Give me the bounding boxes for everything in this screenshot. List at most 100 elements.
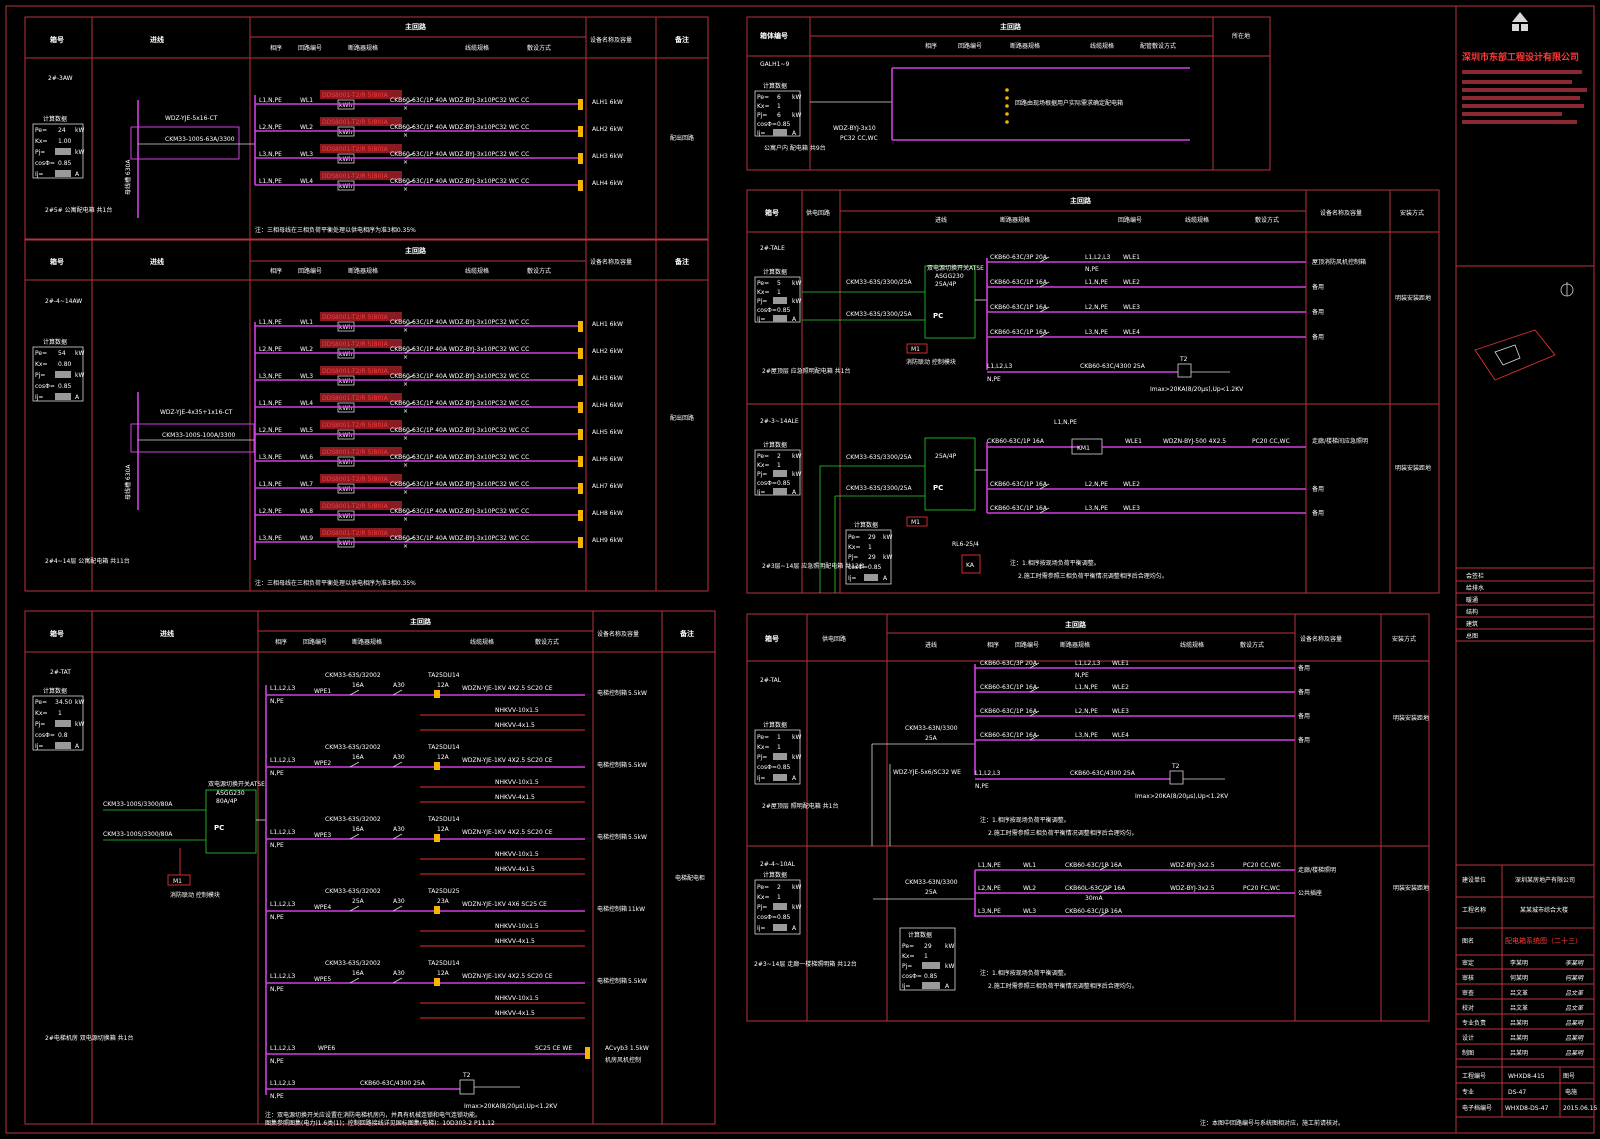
sub-cable-2: NHKVV-4x1.5 <box>495 794 535 801</box>
svg-text:kW: kW <box>75 350 84 357</box>
cable-spec: CKB60-63C/1P 40A WDZ-BYJ-3x10PC32 WC CC <box>390 124 529 131</box>
kwh-label: kWh <box>339 156 352 163</box>
breaker: CKB60-63C/1P 16A <box>980 732 1038 739</box>
spd-breaker: CKB60-63C/4300 25A <box>360 1080 426 1087</box>
in1-breaker: CKM33-63S/3300/25A <box>846 279 912 286</box>
ats-rating: 25A/4P <box>935 281 957 288</box>
wle1-lay: PC20 CC,WC <box>1252 438 1290 445</box>
phase: L1,N,PE <box>259 481 282 488</box>
hdr-no: 箱号 <box>50 257 64 266</box>
sign-role: 校对 <box>1462 1004 1474 1012</box>
svg-text:Pj=: Pj= <box>35 149 45 156</box>
phase: L1,L2,L3 <box>270 973 295 980</box>
svg-text:cosΦ=: cosΦ= <box>757 307 777 314</box>
phase-pe: N,PE <box>270 986 284 993</box>
switch-icon <box>404 482 415 489</box>
note-gen: 注：1.相序按现场负荷平衡调整。 <box>980 969 1070 977</box>
svg-text:Pe=: Pe= <box>757 734 769 741</box>
m1-desc: 消防联动 控制模块 <box>906 358 956 366</box>
hdr-in: 进线 <box>150 35 164 44</box>
rating: 16A <box>352 754 365 761</box>
svg-text:Kx=: Kx= <box>902 953 915 960</box>
calc-title: 计算数据 <box>763 871 787 879</box>
switch-icon <box>404 401 415 408</box>
terminal-icon <box>578 180 583 191</box>
proj-no-label: 工程编号 <box>1462 1072 1486 1080</box>
pc-label: PC <box>933 484 943 492</box>
hdr-equip: 设备名称及容量 <box>597 630 639 638</box>
hdr-circuit: 回路编号 <box>298 44 322 52</box>
hdr-no: 箱号 <box>765 634 779 643</box>
switch-icon <box>392 689 403 696</box>
hdr-no: 箱号 <box>765 208 779 217</box>
svg-text:Kx=: Kx= <box>757 894 770 901</box>
phase: L1,N,PE <box>978 862 1001 869</box>
ta: TA25DU14 <box>427 744 460 751</box>
switch-icon <box>349 977 360 984</box>
client-label: 建设单位 <box>1462 876 1486 884</box>
meter-label-bg <box>320 420 402 429</box>
switch-icon <box>1039 281 1050 288</box>
stamp-row-label: 会签栏 <box>1466 572 1484 580</box>
terminal-icon <box>578 321 583 332</box>
svg-text:kW: kW <box>883 534 892 541</box>
svg-text:Pj=: Pj= <box>35 721 45 728</box>
ats-title: 双电源切换开关ATSE <box>927 264 984 272</box>
ats-title: 双电源切换开关ATSE <box>208 780 265 788</box>
in-rating: 25A <box>925 735 938 742</box>
breaker-x-icon: × <box>403 408 408 415</box>
svg-text:cosΦ=: cosΦ= <box>757 121 777 128</box>
ta: TA25DU14 <box>427 960 460 967</box>
cable-spec: CKB60-63C/1P 40A WDZ-BYJ-3x10PC32 WC CC <box>390 178 529 185</box>
box-desc: 2#3~14层 走廊一楼梯照明箱 共12台 <box>754 960 857 968</box>
cable-spec: CKB60-63C/1P 40A WDZ-BYJ-3x10PC32 WC CC <box>390 373 529 380</box>
surge-protector-icon <box>459 1079 475 1095</box>
hdr-in2: 进线 <box>935 216 947 224</box>
equip: ALH5 6kW <box>592 429 623 436</box>
svg-text:cosΦ=: cosΦ= <box>35 160 55 167</box>
circuit-no: WLE2 <box>1123 279 1140 286</box>
hdr-lay: 敷设方式 <box>535 638 559 646</box>
circuit-no: WLE2 <box>1123 481 1140 488</box>
spd-pe: N,PE <box>987 376 1001 383</box>
switch-icon <box>1029 686 1040 693</box>
breaker-x-icon: × <box>403 186 408 193</box>
cable: WDZN-YJE-1KV 4X2.5 SC20 CE <box>462 685 553 692</box>
svg-text:Pj=: Pj= <box>757 298 767 305</box>
hdr-circuit: 回路编号 <box>1015 641 1039 649</box>
sub-cable-2: NHKVV-4x1.5 <box>495 938 535 945</box>
svg-text:Pe=: Pe= <box>757 94 769 101</box>
svg-text:Pe=: Pe= <box>35 699 47 706</box>
hdr-cable: 线缆规格 <box>1090 42 1114 50</box>
wpe6-pe: N,PE <box>270 1058 284 1065</box>
hdr-main: 主回路 <box>1070 196 1092 205</box>
phase: L2,N,PE <box>259 346 282 353</box>
phase: L2,N,PE <box>978 885 1001 892</box>
note-gen2: 2.施工时需参照三相负荷平衡情况调整相序后合理均匀。 <box>1018 572 1168 580</box>
phase: L3,N,PE <box>1085 329 1108 336</box>
box-desc: 2#5# 公寓配电箱 共1台 <box>45 206 112 214</box>
ats-box <box>924 437 976 511</box>
switch-icon <box>1099 864 1110 871</box>
meter-label-bg <box>320 171 402 180</box>
circuit-no: WLE3 <box>1123 304 1140 311</box>
in2-breaker: CKM33-63S/3300/25A <box>846 311 912 318</box>
breaker-x-icon: × <box>403 132 408 139</box>
svg-text:Pe=: Pe= <box>848 534 860 541</box>
circuit-no: WL8 <box>300 508 313 515</box>
phase: L1,L2,L3 <box>270 901 295 908</box>
terminal-icon <box>578 126 583 137</box>
company-logo-icon <box>1512 12 1528 31</box>
equip: 电梯控制箱 <box>597 761 627 769</box>
meter-label: DDS8001-T2/R 5(80)A <box>322 449 389 456</box>
hdr-no: 箱号 <box>50 35 64 44</box>
sub-cable-2: NHKVV-4x1.5 <box>495 1010 535 1017</box>
sub-cable-2: NHKVV-4x1.5 <box>495 722 535 729</box>
